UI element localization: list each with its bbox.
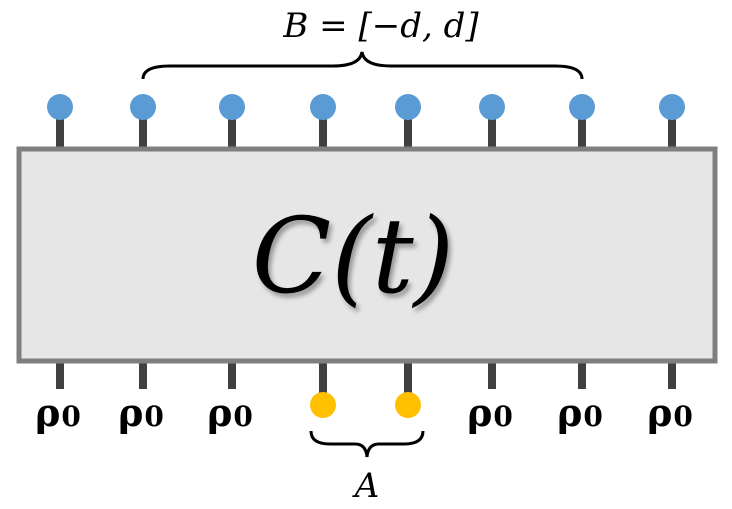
output-node-1	[130, 94, 156, 120]
bottom-brace	[309, 430, 425, 458]
rho-symbol: ρ	[207, 390, 232, 435]
input-state-label-5: ρ0	[467, 390, 513, 435]
input-state-label-7: ρ0	[647, 390, 693, 435]
bottom-brace-label: A	[352, 466, 380, 506]
rho-symbol: ρ	[467, 390, 492, 435]
rho-symbol: ρ	[118, 390, 143, 435]
output-node-3	[310, 94, 336, 120]
rho-subscript: 0	[583, 400, 602, 433]
top-wires	[47, 94, 685, 149]
rho-subscript: 0	[673, 400, 692, 433]
rho-symbol: ρ	[35, 390, 60, 435]
output-node-4	[395, 94, 421, 120]
input-state-label-6: ρ0	[557, 390, 603, 435]
output-node-6	[569, 94, 595, 120]
rho-subscript: 0	[493, 400, 512, 433]
region-a-node-4	[395, 392, 421, 418]
input-state-label-0: ρ0	[35, 390, 81, 435]
output-node-5	[479, 94, 505, 120]
output-node-7	[659, 94, 685, 120]
output-node-0	[47, 94, 73, 120]
output-node-2	[219, 94, 245, 120]
rho-subscript: 0	[61, 400, 80, 433]
circuit-label: C(t)	[252, 195, 455, 317]
region-a-node-3	[310, 392, 336, 418]
rho-symbol: ρ	[557, 390, 582, 435]
input-state-label-1: ρ0	[118, 390, 164, 435]
circuit-box	[16, 146, 718, 364]
top-brace-label: B = [−d, d]	[282, 6, 479, 46]
top-brace	[141, 51, 584, 80]
rho-subscript: 0	[233, 400, 252, 433]
input-state-label-2: ρ0	[207, 390, 253, 435]
rho-symbol: ρ	[647, 390, 672, 435]
rho-subscript: 0	[144, 400, 163, 433]
